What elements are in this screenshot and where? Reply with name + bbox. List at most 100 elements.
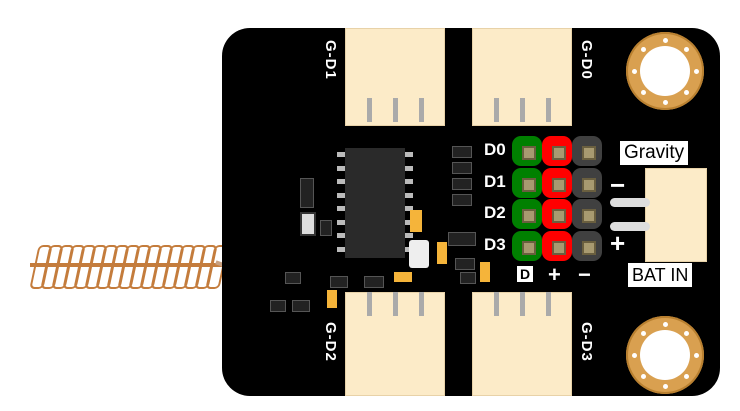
pin-pad <box>552 146 566 160</box>
header-row-label: D1 <box>484 171 506 191</box>
pin-pad <box>522 209 536 223</box>
ic-pin <box>337 165 345 171</box>
label-g-d3: G-D3 <box>578 322 595 362</box>
capacitor <box>480 262 490 282</box>
hole-via <box>631 352 637 358</box>
header-pin-signal[interactable] <box>512 136 542 166</box>
connector-pin <box>520 292 525 316</box>
header-pin-minus[interactable] <box>572 167 602 198</box>
connector-pin <box>393 98 398 122</box>
ic-pin <box>337 233 345 238</box>
capacitor <box>394 272 412 282</box>
pin-pad <box>552 240 566 255</box>
label-g-d2: G-D2 <box>322 322 339 362</box>
header-pin-minus[interactable] <box>572 199 602 229</box>
pin-pad <box>582 209 596 223</box>
header-pin-signal[interactable] <box>512 230 542 261</box>
header-pin-plus[interactable] <box>542 230 572 261</box>
header-row-label: D0 <box>484 140 506 159</box>
header-pin-minus[interactable] <box>572 136 602 166</box>
ic-pin <box>337 246 345 252</box>
ic-pin <box>405 152 413 157</box>
hole-via <box>640 90 646 96</box>
pin-pad <box>522 146 536 160</box>
ic-pin <box>405 233 413 238</box>
pin-pad <box>582 240 596 255</box>
hole-via <box>693 352 699 358</box>
header-pin-signal[interactable] <box>512 167 542 198</box>
antenna-spring <box>30 245 245 287</box>
resistor <box>320 220 332 236</box>
mounting-hole-bottom <box>626 316 704 394</box>
header-col-label-d: D <box>517 266 534 282</box>
header-pin-minus[interactable] <box>572 230 602 261</box>
bat-pin <box>610 222 650 231</box>
ic-pin <box>405 206 413 211</box>
header-pin-plus[interactable] <box>542 167 572 198</box>
hole-via <box>631 68 637 74</box>
pin-pad <box>522 177 536 192</box>
hole-via <box>640 46 646 52</box>
hole-via <box>662 37 668 43</box>
resistor <box>452 194 472 206</box>
resistor <box>452 178 472 190</box>
pin-pad <box>552 177 566 192</box>
header-row-label: D3 <box>484 234 506 254</box>
bat-minus-label: − <box>610 170 626 200</box>
ic-chip <box>345 148 405 258</box>
transistor <box>448 232 476 246</box>
label-g-d0: G-D0 <box>578 40 595 80</box>
ic-pin <box>405 192 413 198</box>
bat-pin <box>610 198 650 207</box>
pin-pad <box>522 240 536 255</box>
header-pin-signal[interactable] <box>512 199 542 229</box>
ic-pin <box>337 179 345 184</box>
connector-pin <box>367 98 372 122</box>
ic-pin <box>337 219 345 225</box>
ic-pin <box>405 219 413 225</box>
hole-via <box>640 330 646 336</box>
header-row-label: D2 <box>484 203 506 222</box>
resistor <box>330 276 348 288</box>
label-g-d1: G-D1 <box>322 40 339 80</box>
mounting-hole-top <box>626 32 704 110</box>
ic-pin <box>405 165 413 171</box>
header-col-label-plus: + <box>548 262 561 287</box>
hole-via <box>662 321 668 327</box>
ic-pin <box>337 152 345 157</box>
connector-pin <box>494 98 499 122</box>
smd-component <box>300 178 314 208</box>
connector-pin <box>367 292 372 316</box>
hole-via <box>684 330 690 336</box>
gravity-label: Gravity <box>620 141 689 165</box>
connector-pin <box>546 292 551 316</box>
connector-pin <box>494 292 499 316</box>
resistor <box>455 258 475 270</box>
hole-via <box>684 374 690 380</box>
connector-pin <box>393 292 398 316</box>
hole-via <box>684 90 690 96</box>
ic-pin <box>337 206 345 211</box>
hole-via <box>693 68 699 74</box>
connector-pin <box>419 292 424 316</box>
connector-pin <box>419 98 424 122</box>
capacitor <box>327 290 337 308</box>
header-pin-plus[interactable] <box>542 199 572 229</box>
bat-in-label: BAT IN <box>628 263 693 287</box>
capacitor <box>410 210 422 232</box>
bat-in-connector[interactable] <box>645 168 707 262</box>
bat-plus-label: + <box>610 228 626 258</box>
resistor <box>452 146 472 158</box>
pin-pad <box>582 146 596 160</box>
header-pin-plus[interactable] <box>542 136 572 166</box>
hole-via <box>640 374 646 380</box>
connector-pin <box>546 98 551 122</box>
connector-pin <box>520 98 525 122</box>
resistor <box>364 276 384 288</box>
resistor <box>460 272 476 284</box>
header-col-label-minus: − <box>578 262 591 287</box>
ic-pin <box>405 179 413 184</box>
pin-pad <box>552 209 566 223</box>
resistor <box>452 162 472 174</box>
capacitor <box>437 242 447 264</box>
